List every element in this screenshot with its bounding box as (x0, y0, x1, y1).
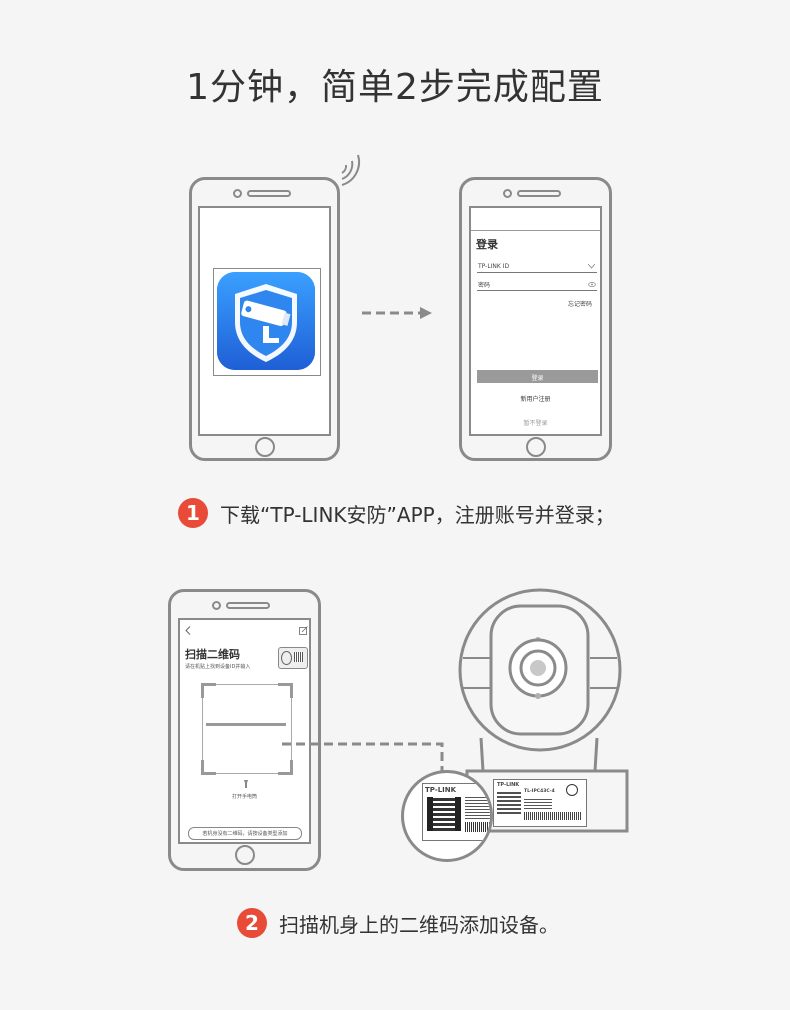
phone-camera (503, 189, 512, 198)
label-qr (497, 790, 521, 814)
phone-login: 登录 TP-LINK ID 密码 忘记密码 登录 新用户注册 暂不登录 (459, 177, 612, 461)
arrow-right-icon (362, 307, 432, 319)
manual-add-button[interactable]: 若机身没有二维码，请按设备类型添加 (188, 827, 302, 840)
phone-speaker (247, 190, 291, 197)
magnified-qr (427, 797, 461, 831)
security-camera-app-icon[interactable] (217, 272, 315, 370)
phone-camera (233, 189, 242, 198)
status-bar (471, 208, 600, 231)
account-field[interactable]: TP-LINK ID (478, 263, 510, 270)
device-label: TP-LINK TL-IPC43C-4 (493, 779, 587, 827)
scan-frame (201, 683, 293, 775)
phone-speaker (226, 602, 270, 609)
flashlight-icon[interactable] (243, 780, 249, 789)
account-underline (477, 272, 597, 273)
login-button[interactable]: 登录 (477, 370, 598, 383)
label-brand: TP-LINK (497, 782, 520, 788)
scan-screen: 扫描二维码 请在机贴上找到设备ID并输入 打开手电筒 若机身没有二维码，请按设备… (178, 618, 311, 844)
magnified-brand: TP-LINK (425, 786, 457, 794)
register-link[interactable]: 新用户注册 (520, 396, 551, 403)
phone-camera (212, 601, 221, 610)
forgot-password-link[interactable]: 忘记密码 (568, 301, 593, 308)
scan-heading: 扫描二维码 (185, 648, 240, 661)
phone-speaker (517, 190, 561, 197)
skip-login-link[interactable]: 暂不登录 (523, 420, 548, 427)
label-model: TL-IPC43C-4 (524, 789, 555, 794)
step-1-text: 下载“TP-LINK安防”APP，注册账号并登录； (220, 502, 615, 527)
edit-icon[interactable] (299, 626, 308, 635)
label-magnifier: TP-LINK (401, 770, 493, 862)
step-1-number: 1 (178, 498, 208, 528)
scan-hint: 请在机贴上找到设备ID并输入 (185, 664, 251, 670)
app-icon-frame (213, 268, 321, 376)
flashlight-label[interactable]: 打开手电筒 (231, 794, 257, 800)
scan-line (206, 723, 286, 726)
phone-home-button (526, 437, 546, 457)
wifi-signal-icon (341, 154, 361, 186)
back-icon[interactable] (185, 626, 191, 635)
phone-scan-qr: 扫描二维码 请在机贴上找到设备ID并输入 打开手电筒 若机身没有二维码，请按设备… (168, 589, 321, 871)
qr-sample-icon (278, 647, 308, 669)
step-2-text: 扫描机身上的二维码添加设备。 (279, 912, 559, 937)
login-button-label: 登录 (531, 375, 544, 382)
chevron-down-icon[interactable] (588, 264, 595, 269)
eye-icon[interactable] (588, 282, 596, 287)
phone-screen (198, 206, 331, 436)
cert-mark (566, 784, 578, 796)
page-title: 1分钟，简单2步完成配置 (186, 67, 604, 108)
phone-download-app (189, 177, 340, 461)
password-underline (477, 290, 597, 291)
manual-add-label: 若机身没有二维码，请按设备类型添加 (202, 831, 288, 837)
step-1-caption: 1 下载“TP-LINK安防”APP，注册账号并登录； (178, 498, 615, 528)
step-2-number: 2 (237, 908, 267, 938)
login-screen: 登录 TP-LINK ID 密码 忘记密码 登录 新用户注册 暂不登录 (469, 206, 602, 436)
phone-home-button (235, 845, 255, 865)
scan-connector (282, 742, 444, 776)
password-field[interactable]: 密码 (478, 282, 491, 289)
step-2-caption: 2 扫描机身上的二维码添加设备。 (237, 908, 559, 938)
phone-home-button (255, 437, 275, 457)
login-heading: 登录 (476, 238, 498, 251)
